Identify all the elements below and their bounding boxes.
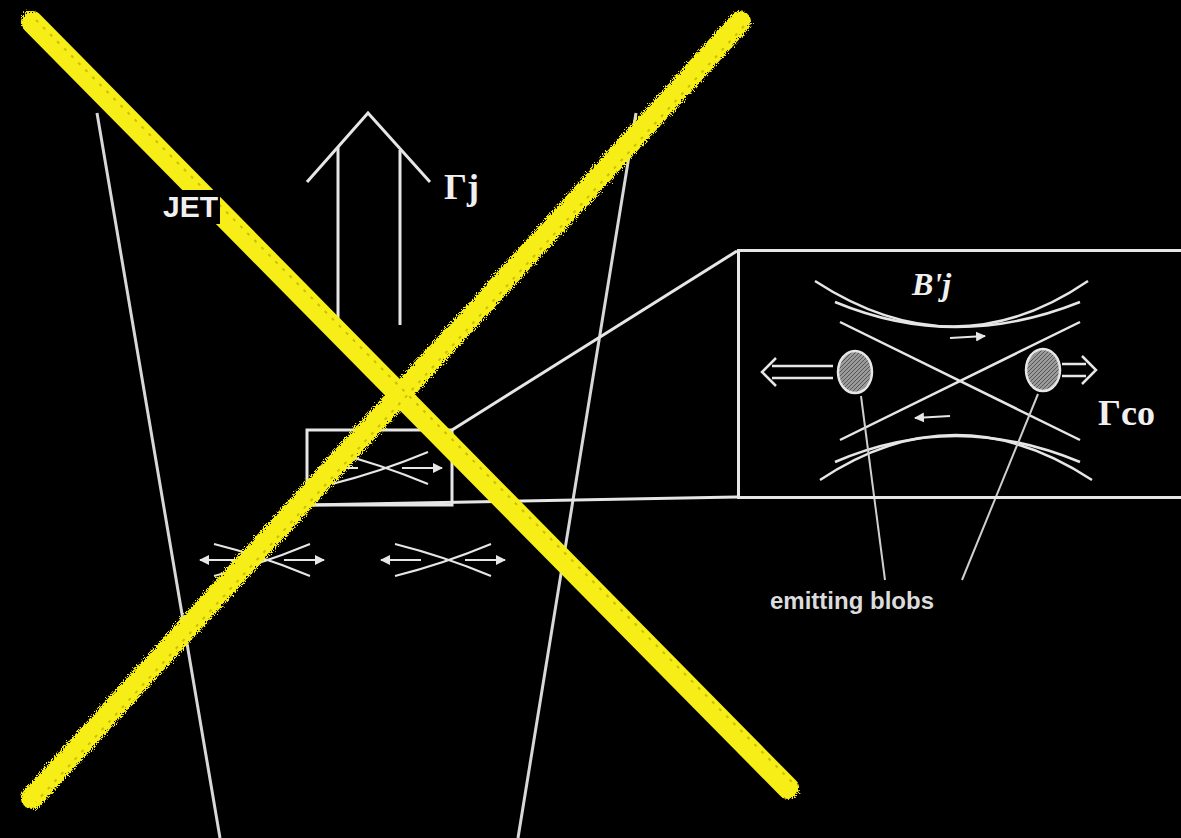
reconnection-symbol bbox=[381, 544, 505, 576]
field-arrow bbox=[950, 336, 985, 338]
jet-arrow bbox=[307, 113, 430, 325]
jet-label: JET bbox=[161, 190, 220, 224]
blob-label: emitting blobs bbox=[768, 587, 936, 615]
blob-motion-arrow bbox=[762, 356, 1096, 386]
emitting-blob bbox=[838, 351, 872, 393]
lorentz-factor-label: Γj bbox=[442, 166, 481, 208]
emitting-blob bbox=[1026, 349, 1060, 391]
cross-out-texture bbox=[36, 20, 792, 802]
leader-line bbox=[962, 394, 1038, 580]
inset-symbol: B'j bbox=[910, 266, 953, 303]
leader-line bbox=[861, 396, 885, 580]
field-lines bbox=[815, 281, 1092, 480]
jet-wall bbox=[97, 113, 220, 838]
field-arrow bbox=[915, 416, 950, 418]
cross-out-mark bbox=[32, 22, 788, 798]
inset-box: B'jΓco bbox=[737, 249, 1181, 499]
jet-wall bbox=[518, 113, 636, 838]
inset-symbol: Γco bbox=[1096, 392, 1157, 434]
